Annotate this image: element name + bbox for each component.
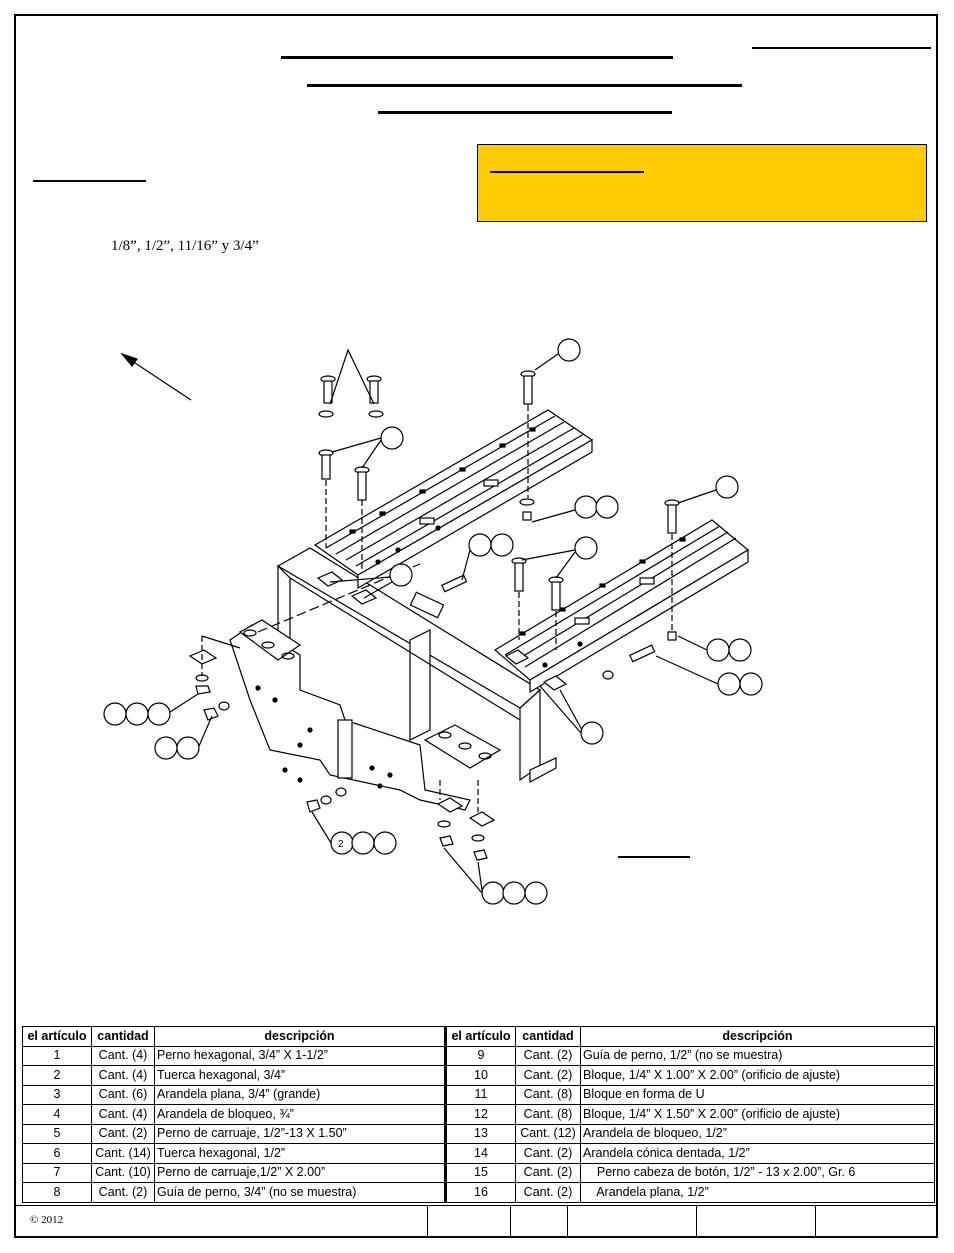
item-number-cell: 7: [22, 1162, 92, 1183]
item-number-cell: 10: [444, 1065, 516, 1086]
item-number-cell: 4: [22, 1104, 92, 1125]
tools-heading-line: [33, 180, 146, 182]
hardware-bolts: [188, 348, 680, 861]
quantity-cell: Cant. (6): [91, 1084, 155, 1105]
title-line-3: [378, 111, 672, 114]
col-header-item: el artículo: [22, 1026, 92, 1047]
col-header-qty: cantidad: [515, 1026, 581, 1047]
item-number-cell: 14: [444, 1143, 516, 1164]
item-number-cell: 12: [444, 1104, 516, 1125]
description-cell: Guía de perno, 1/2” (no se muestra): [580, 1045, 935, 1066]
description-cell: Perno cabeza de botón, 1/2” - 13 x 2.00”…: [580, 1162, 935, 1183]
item-number-cell: 8: [22, 1182, 92, 1203]
assembly-diagram: 2: [103, 338, 763, 905]
description-cell: Perno de carruaje,1/2” X 2.00”: [154, 1162, 446, 1183]
item-number-cell: 11: [444, 1084, 516, 1105]
quantity-cell: Cant. (2): [91, 1182, 155, 1203]
description-cell: Arandela plana, 1/2”: [580, 1182, 935, 1203]
parts-table: el artículo cantidad descripción el artí…: [22, 1026, 935, 1203]
quantity-cell: Cant. (12): [515, 1123, 581, 1144]
col-header-qty: cantidad: [91, 1026, 155, 1047]
description-cell: Guía de perno, 3/4” (no se muestra): [154, 1182, 446, 1203]
table-header-row: el artículo cantidad descripción el artí…: [22, 1026, 935, 1047]
quantity-cell: Cant. (2): [515, 1065, 581, 1086]
item-number-cell: 1: [22, 1045, 92, 1066]
item-number-cell: 2: [22, 1065, 92, 1086]
title-block-cell: [815, 1205, 816, 1238]
title-block-cell: [427, 1205, 428, 1238]
quantity-cell: Cant. (2): [515, 1182, 581, 1203]
description-cell: Tuerca hexagonal, 3/4”: [154, 1065, 446, 1086]
quantity-cell: Cant. (4): [91, 1045, 155, 1066]
description-cell: Arandela de bloqueo, ¾”: [154, 1104, 446, 1125]
quantity-cell: Cant. (8): [515, 1104, 581, 1125]
quantity-cell: Cant. (8): [515, 1084, 581, 1105]
front-arrow: [120, 352, 192, 401]
col-header-item: el artículo: [444, 1026, 516, 1047]
page-frame: [14, 14, 938, 1238]
tools-list: 1/8”, 1/2”, 11/16” y 3/4”: [111, 238, 259, 254]
quantity-cell: Cant. (2): [515, 1143, 581, 1164]
title-line-2: [307, 84, 742, 87]
item-number-cell: 9: [444, 1045, 516, 1066]
title-block-cell: [510, 1205, 511, 1238]
item-number-cell: 13: [444, 1123, 516, 1144]
quantity-cell: Cant. (4): [91, 1104, 155, 1125]
description-cell: Bloque, 1/4” X 1.00” X 2.00” (orificio d…: [580, 1065, 935, 1086]
description-cell: Tuerca hexagonal, 1/2”: [154, 1143, 446, 1164]
warning-heading-line: [490, 171, 644, 173]
description-cell: Perno hexagonal, 3/4” X 1-1/2”: [154, 1045, 446, 1066]
item-number-cell: 5: [22, 1123, 92, 1144]
figure-label-line: [618, 856, 690, 858]
quantity-cell: Cant. (10): [91, 1162, 155, 1183]
description-cell: Arandela plana, 3/4” (grande): [154, 1084, 446, 1105]
quantity-cell: Cant. (14): [91, 1143, 155, 1164]
left-side-plate: [229, 619, 502, 811]
quantity-cell: Cant. (4): [91, 1065, 155, 1086]
quantity-cell: Cant. (2): [91, 1123, 155, 1144]
title-block: © 2012: [14, 1205, 938, 1238]
col-header-description: descripción: [580, 1026, 935, 1047]
title-block-cell: [696, 1205, 697, 1238]
title-block-divider: [14, 1205, 938, 1206]
right-rail: [493, 519, 750, 694]
description-cell: Bloque, 1/4” X 1.50” X 2.00” (orificio d…: [580, 1104, 935, 1125]
item-number-cell: 16: [444, 1182, 516, 1203]
copyright: © 2012: [30, 1214, 64, 1226]
description-cell: Bloque en forma de U: [580, 1084, 935, 1105]
quantity-cell: Cant. (2): [515, 1162, 581, 1183]
description-cell: Arandela de bloqueo, 1/2”: [580, 1123, 935, 1144]
left-rail: [313, 409, 594, 590]
title-line-1: [281, 56, 673, 59]
part-number-line: [752, 47, 931, 49]
item-number-cell: 15: [444, 1162, 516, 1183]
description-cell: Arandela cónica dentada, 1/2”: [580, 1143, 935, 1164]
quantity-cell: Cant. (2): [515, 1045, 581, 1066]
title-block-cell: [567, 1205, 568, 1238]
callouts: [103, 338, 763, 905]
description-cell: Perno de carruaje, 1/2”-13 X 1.50”: [154, 1123, 446, 1144]
item-number-cell: 6: [22, 1143, 92, 1164]
callout-label: 2: [338, 839, 344, 850]
item-number-cell: 3: [22, 1084, 92, 1105]
warning-box: [477, 144, 927, 222]
col-header-description: descripción: [154, 1026, 446, 1047]
